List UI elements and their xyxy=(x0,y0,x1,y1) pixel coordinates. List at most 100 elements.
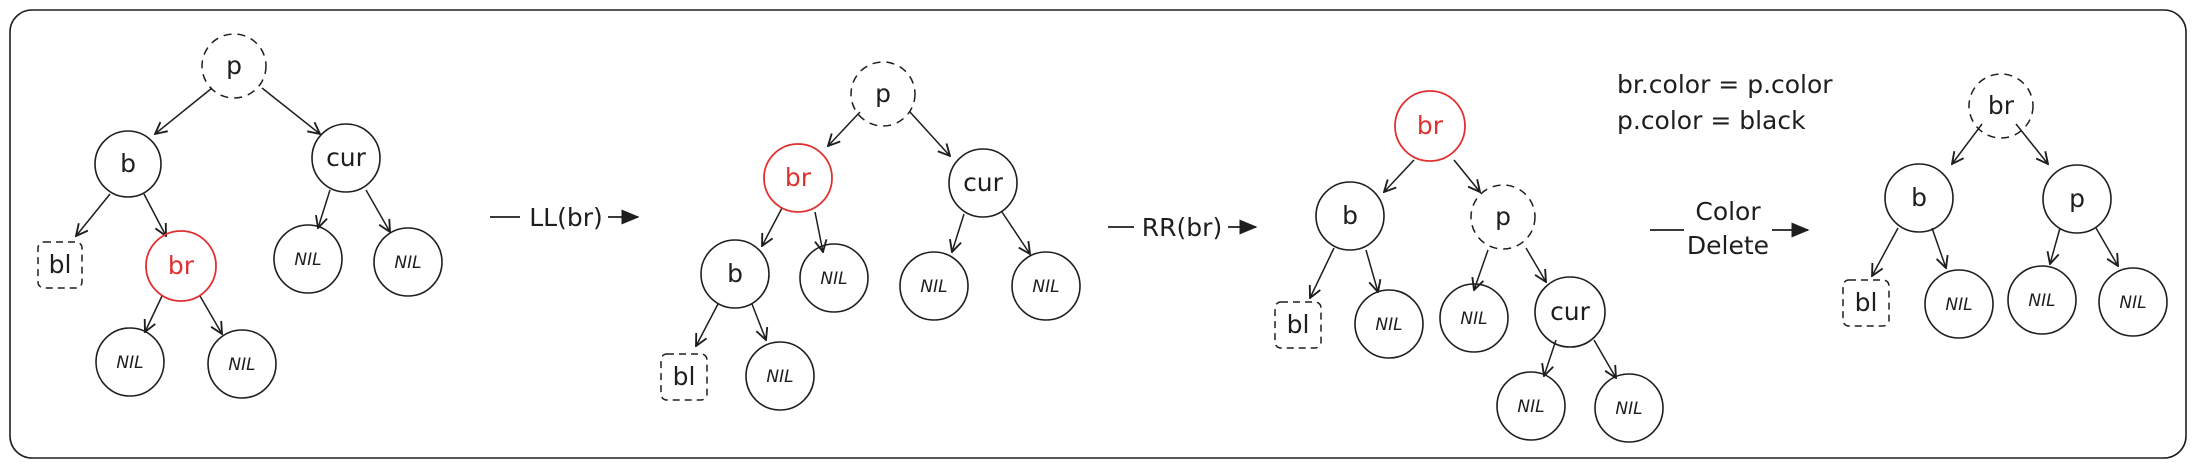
node-b: b xyxy=(94,130,162,198)
node-nil: NIL xyxy=(1011,251,1081,321)
node-br: br xyxy=(145,230,217,302)
edge xyxy=(1365,249,1378,292)
note-line-1: br.color = p.color xyxy=(1617,70,1833,99)
node-label: b xyxy=(1342,201,1358,230)
node-label: p xyxy=(875,79,891,108)
edge xyxy=(751,303,766,340)
node-circle xyxy=(273,224,343,294)
node-label: bl xyxy=(1855,288,1878,317)
node-circle xyxy=(1439,283,1509,353)
tree-3-edges xyxy=(1310,159,1616,378)
tree-2-edges xyxy=(696,111,1030,346)
edge xyxy=(143,193,166,236)
node-label: NIL xyxy=(394,253,421,273)
edge xyxy=(365,189,390,232)
tree-3: br b p bl NIL NIL cur NIL xyxy=(1274,90,1664,443)
node-label: NIL xyxy=(228,355,255,375)
edge xyxy=(1453,159,1480,192)
edge xyxy=(1525,247,1546,282)
node-label: p xyxy=(2069,184,2085,213)
node-bl: bl xyxy=(37,241,83,289)
note-line-2: p.color = black xyxy=(1617,106,1806,135)
node-label: NIL xyxy=(1032,277,1059,297)
node-circle xyxy=(201,33,267,99)
edge xyxy=(76,193,111,236)
node-b: b xyxy=(700,239,770,309)
node-nil: NIL xyxy=(1496,371,1566,441)
node-label: b xyxy=(120,149,136,178)
node-label: cur xyxy=(963,168,1004,197)
node-circle xyxy=(95,327,165,397)
node-label: NIL xyxy=(1460,309,1487,329)
node-nil: NIL xyxy=(1439,283,1509,353)
edge xyxy=(828,111,861,146)
node-nil: NIL xyxy=(899,251,969,321)
node-circle xyxy=(373,227,443,297)
node-label: NIL xyxy=(1517,397,1544,417)
node-label: NIL xyxy=(116,353,143,373)
node-label: br xyxy=(785,163,812,192)
edge xyxy=(1384,159,1415,192)
operation-rr: RR(br) xyxy=(1108,213,1258,242)
node-circle xyxy=(145,230,217,302)
node-br: br xyxy=(1394,90,1466,162)
node-label: NIL xyxy=(1375,315,1402,335)
node-nil: NIL xyxy=(1594,373,1664,443)
edge xyxy=(199,295,222,334)
edge xyxy=(1872,227,1899,276)
edge xyxy=(261,87,320,134)
edge xyxy=(2050,227,2061,264)
node-circle xyxy=(700,239,770,309)
edge xyxy=(1310,247,1335,298)
node-circle xyxy=(1534,276,1606,348)
node-box xyxy=(660,353,708,401)
tree-4: br b p bl NIL NIL NIL xyxy=(1842,73,2168,339)
node-label: NIL xyxy=(820,269,847,289)
frame xyxy=(9,9,2187,459)
node-p: p xyxy=(850,61,916,127)
node-label: NIL xyxy=(294,250,321,270)
node-bl: bl xyxy=(1274,301,1322,349)
node-bl: bl xyxy=(1842,279,1890,327)
node-nil: NIL xyxy=(1354,289,1424,359)
node-cur: cur xyxy=(1534,276,1606,348)
node-b: b xyxy=(1315,181,1385,251)
edge xyxy=(1544,339,1557,376)
node-circle xyxy=(899,251,969,321)
node-nil: NIL xyxy=(207,329,277,399)
edge xyxy=(1931,227,1946,268)
node-circle xyxy=(1924,269,1994,339)
operation-label: RR(br) xyxy=(1142,213,1222,242)
node-circle xyxy=(763,143,833,213)
node-nil: NIL xyxy=(1924,269,1994,339)
node-circle xyxy=(1315,181,1385,251)
node-label: NIL xyxy=(2119,293,2146,313)
operation-label-line-1: Color xyxy=(1695,197,1761,226)
node-label: p xyxy=(1495,202,1511,231)
node-circle xyxy=(311,123,381,193)
tree-1: p b cur bl br NIL NIL NIL xyxy=(37,33,443,399)
node-br: br xyxy=(763,143,833,213)
color-note: br.color = p.color p.color = black xyxy=(1617,70,1833,135)
tree-4-edges xyxy=(1872,123,2118,276)
edge xyxy=(815,211,823,252)
node-circle xyxy=(2042,164,2112,234)
node-label: NIL xyxy=(1945,295,1972,315)
node-circle xyxy=(2098,267,2168,337)
edge xyxy=(1593,339,1616,378)
node-nil: NIL xyxy=(745,341,815,411)
node-circle xyxy=(1470,184,1536,250)
node-circle xyxy=(1884,163,1954,233)
operation-label-line-2: Delete xyxy=(1687,231,1769,260)
node-label: br xyxy=(1417,111,1444,140)
node-label: br xyxy=(1988,91,2015,120)
node-nil: NIL xyxy=(2007,265,2077,335)
node-circle xyxy=(1394,90,1466,162)
node-circle xyxy=(1968,73,2034,139)
node-circle xyxy=(850,61,916,127)
node-circle xyxy=(94,130,162,198)
node-label: b xyxy=(727,259,743,288)
node-box xyxy=(37,241,83,289)
edge xyxy=(1001,211,1030,254)
